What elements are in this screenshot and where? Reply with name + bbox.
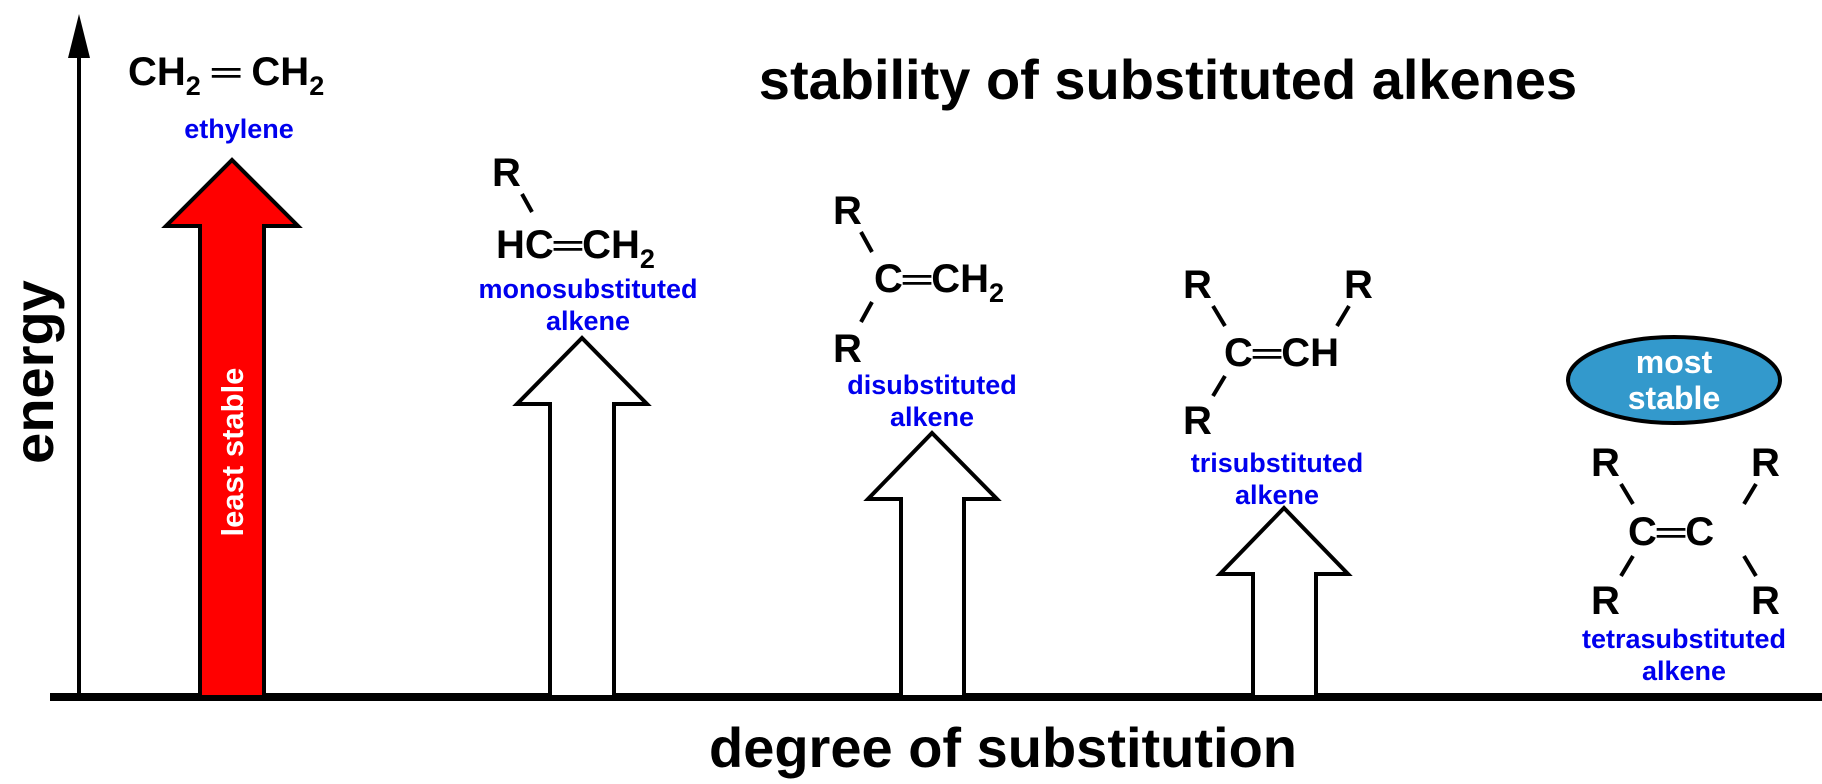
mono-energy-arrow <box>512 335 652 699</box>
mono-substituent-r: R <box>492 151 521 195</box>
tetra-r-bond-bottom-right <box>1742 554 1758 578</box>
mono-caption-line2: alkene <box>546 306 630 336</box>
least-stable-arrow <box>161 157 303 699</box>
tetra-substituent-r-top-left: R <box>1591 441 1620 485</box>
most-stable-badge-line2: stable <box>1628 380 1720 416</box>
di-formula: C═CH2 <box>874 257 1004 308</box>
tri-r-bond-right <box>1335 304 1351 328</box>
tetra-substituent-r-top-right: R <box>1751 441 1780 485</box>
trisubstituted-group: R R C═CH R trisubstituted alkene <box>1183 263 1373 699</box>
mono-caption-line1: monosubstituted <box>479 274 698 304</box>
monosubstituted-group: R HC═CH2 monosubstituted alkene <box>479 151 698 699</box>
tri-substituent-r-left-bottom: R <box>1183 399 1212 443</box>
tetra-caption-line1: tetrasubstituted <box>1582 624 1786 654</box>
di-r-bond-bottom <box>859 301 874 323</box>
tri-substituent-r-right: R <box>1344 263 1373 307</box>
least-stable-label: least stable <box>215 368 250 537</box>
di-r-bond-top <box>859 231 874 253</box>
y-axis-label: energy <box>2 280 65 464</box>
tri-substituent-r-left-top: R <box>1183 263 1212 307</box>
di-energy-arrow <box>863 430 1002 699</box>
ethylene-group: CH2 ═ CH2 ethylene least stable <box>128 50 324 699</box>
x-axis-label: degree of substitution <box>709 716 1297 779</box>
tri-energy-arrow <box>1215 505 1353 699</box>
tetra-substituent-r-bottom-right: R <box>1751 579 1780 623</box>
tri-r-bond-left-bottom <box>1211 374 1227 398</box>
tri-caption-line2: alkene <box>1235 480 1319 510</box>
tetra-formula: C═C <box>1628 510 1714 554</box>
ethylene-formula: CH2 ═ CH2 <box>128 50 324 101</box>
tetrasubstituted-group: most stable R R C═C R R tetrasubstituted… <box>1566 335 1786 686</box>
diagram-title: stability of substituted alkenes <box>759 48 1577 111</box>
di-caption-line1: disubstituted <box>847 370 1017 400</box>
y-axis-arrowhead-icon <box>68 14 90 58</box>
most-stable-badge <box>1566 335 1782 425</box>
tri-r-bond-left-top <box>1211 304 1227 328</box>
ethylene-caption: ethylene <box>184 114 294 144</box>
tetra-caption-line2: alkene <box>1642 656 1726 686</box>
tetra-r-bond-top-left <box>1619 482 1635 506</box>
di-substituent-r-top: R <box>833 189 862 233</box>
tri-caption-line1: trisubstituted <box>1191 448 1364 478</box>
di-caption-line2: alkene <box>890 402 974 432</box>
tetra-r-bond-top-right <box>1742 482 1758 506</box>
tetra-r-bond-bottom-left <box>1619 554 1635 578</box>
tri-formula: C═CH <box>1224 331 1339 375</box>
di-substituent-r-bottom: R <box>833 327 862 371</box>
most-stable-badge-line1: most <box>1636 344 1713 380</box>
mono-formula: HC═CH2 <box>496 223 655 274</box>
mono-r-bond <box>520 193 534 213</box>
disubstituted-group: R C═CH2 R disubstituted alkene <box>833 189 1017 699</box>
tetra-substituent-r-bottom-left: R <box>1591 579 1620 623</box>
